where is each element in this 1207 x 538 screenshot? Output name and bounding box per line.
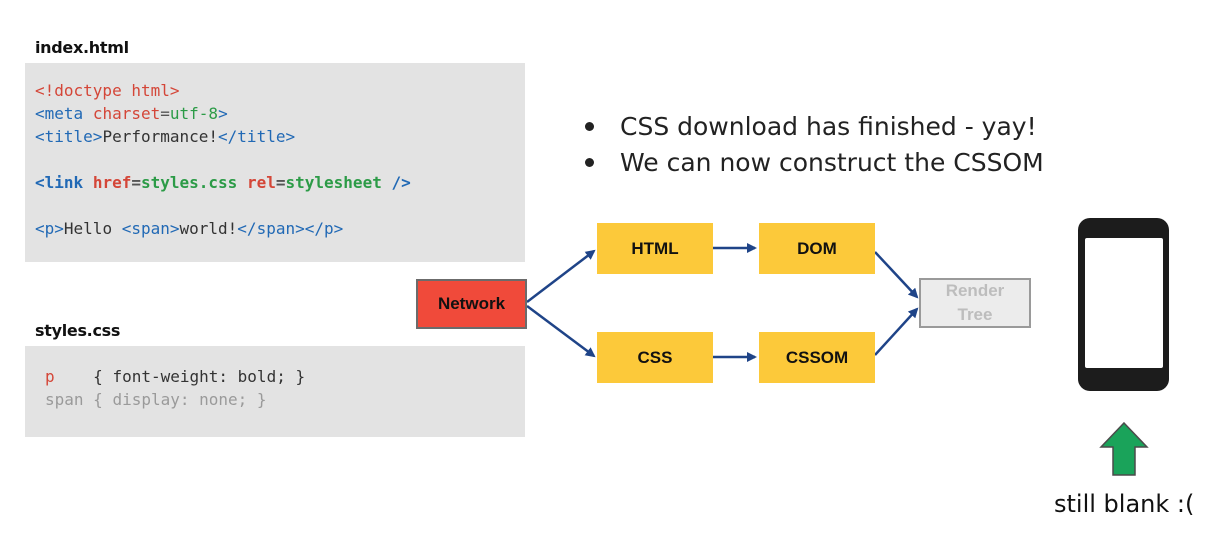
charset-value-token: utf-8 xyxy=(169,104,219,123)
equals-token: = xyxy=(160,104,170,123)
bullet-text: CSS download has finished - yay! xyxy=(620,111,1037,141)
link-close-token: /> xyxy=(391,173,411,192)
cssom-node: CSSOM xyxy=(759,332,875,383)
render-tree-node: Render Tree xyxy=(919,278,1031,328)
charset-attr-token: charset xyxy=(92,104,161,123)
rel-value-token: stylesheet xyxy=(285,173,382,192)
meta-open-token: <meta xyxy=(35,104,84,123)
caption-text: still blank :( xyxy=(1054,490,1195,518)
equals-token: = xyxy=(131,173,141,192)
href-value-token: styles.css xyxy=(140,173,238,192)
bullet-item: CSS download has finished - yay! xyxy=(585,108,1044,144)
p-open-token: <p> xyxy=(35,219,64,238)
bullet-text: We can now construct the CSSOM xyxy=(620,147,1044,177)
title-close-token: </title> xyxy=(218,127,296,146)
rel-attr-token: rel xyxy=(246,173,276,192)
hello-text-token: Hello xyxy=(63,219,122,238)
code-line-paragraph: <p>Hello <span>world!</span></p> xyxy=(35,217,411,240)
arrow-cssom-to-render-tree xyxy=(874,307,919,356)
render-tree-label-line1: Render xyxy=(945,281,1005,300)
bullet-dot-icon xyxy=(585,121,594,131)
arrow-dom-to-render-tree xyxy=(874,251,919,299)
code-line-meta: <meta charset=utf-8> xyxy=(35,102,411,125)
html-node: HTML xyxy=(597,223,713,274)
bullet-list: CSS download has finished - yay! We can … xyxy=(585,108,1044,180)
network-node: Network xyxy=(416,279,527,329)
css-declaration-span: { display: none; } xyxy=(93,390,267,409)
p-close-token: </p> xyxy=(304,219,344,238)
code-line-link: <link href=styles.css rel=stylesheet /> xyxy=(35,171,411,194)
href-attr-token: href xyxy=(92,173,132,192)
render-tree-label-line2: Tree xyxy=(957,305,993,324)
css-node: CSS xyxy=(597,332,713,383)
doctype-token: <!doctype html> xyxy=(35,81,180,100)
title-open-token: <title> xyxy=(35,127,103,146)
bullet-dot-icon xyxy=(585,157,594,167)
index-code-block: <!doctype html> <meta charset=utf-8> <ti… xyxy=(25,63,525,262)
arrow-network-to-html xyxy=(526,249,596,303)
bullet-item: We can now construct the CSSOM xyxy=(585,144,1044,180)
css-rule-p: p { font-weight: bold; } xyxy=(45,365,305,388)
css-selector-p: p xyxy=(45,367,55,386)
link-open-token: <link xyxy=(35,173,84,192)
phone-screen-blank xyxy=(1085,238,1163,368)
code-line-doctype: <!doctype html> xyxy=(35,79,411,102)
world-text-token: world! xyxy=(179,219,238,238)
index-file-title: index.html xyxy=(35,38,129,57)
css-declaration-p: { font-weight: bold; } xyxy=(93,367,306,386)
css-rule-span: span { display: none; } xyxy=(45,388,305,411)
meta-close-token: > xyxy=(218,104,228,123)
css-file-title: styles.css xyxy=(35,321,121,340)
span-open-token: <span> xyxy=(121,219,180,238)
span-close-token: </span> xyxy=(237,219,305,238)
up-arrow-icon xyxy=(1099,421,1149,476)
css-selector-span: span xyxy=(45,390,84,409)
dom-node: DOM xyxy=(759,223,875,274)
css-code-block: p { font-weight: bold; } span { display:… xyxy=(25,346,525,437)
title-text-token: Performance! xyxy=(102,127,219,146)
arrow-network-to-css xyxy=(526,304,596,358)
code-line-title: <title>Performance!</title> xyxy=(35,125,411,148)
equals-token: = xyxy=(275,173,286,192)
